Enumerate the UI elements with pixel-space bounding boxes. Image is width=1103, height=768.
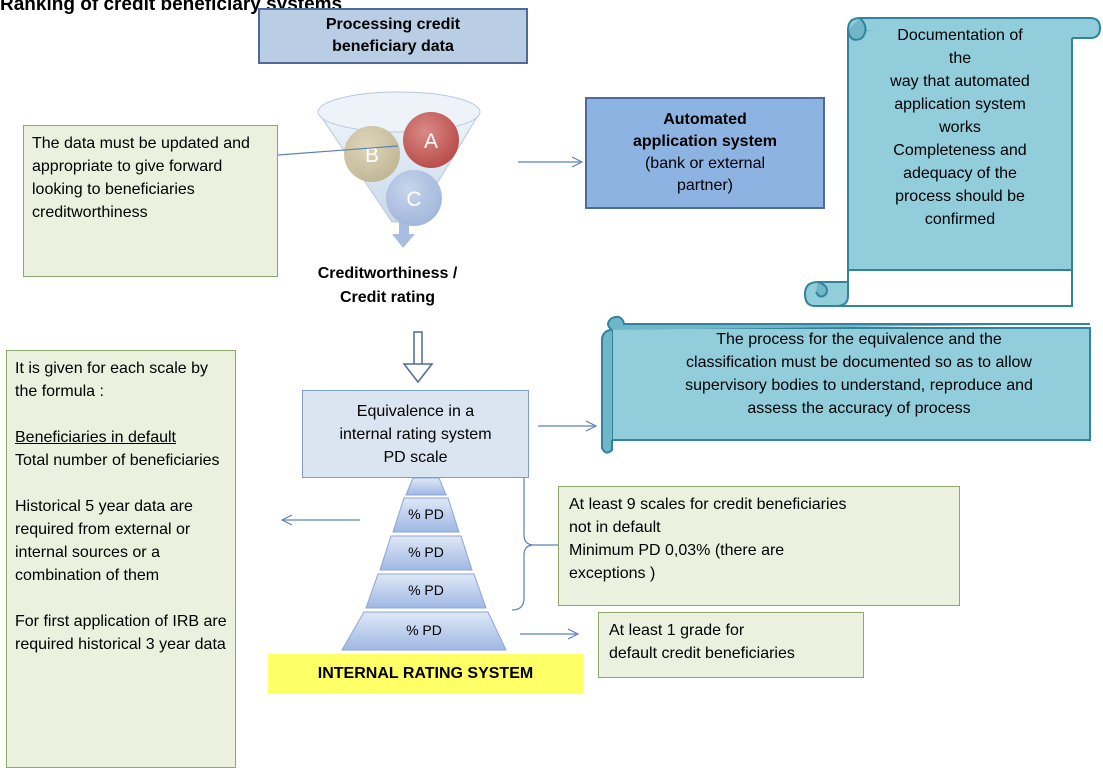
scales-line3: Minimum PD 0,03% (there are	[569, 542, 785, 559]
pyramid-label: % PD	[408, 582, 444, 598]
pyramid-level-4	[341, 611, 507, 651]
equivalence-line1: Equivalence in a	[356, 402, 475, 420]
credit-rating-line2: Credit rating	[339, 289, 436, 306]
doc-line: works	[939, 119, 981, 136]
scales-note: At least 9 scales for credit beneficiari…	[558, 486, 960, 606]
process-scroll-text: The process for the equivalence and the …	[624, 328, 1094, 420]
pd-pyramid	[341, 477, 507, 651]
doc-line: confirmed	[924, 211, 996, 228]
pyramid-level-1	[392, 497, 460, 533]
circle-c-label: C	[406, 188, 421, 211]
equivalence-line2: internal rating system	[339, 425, 492, 443]
doc-line: way that automated	[890, 73, 1030, 90]
process-line: assess the accuracy of process	[747, 400, 971, 417]
formula-numerator: Beneficiaries in default	[15, 429, 176, 446]
connector-data-funnel	[277, 145, 399, 156]
arrow-to-process-scroll	[538, 420, 598, 432]
arrow-to-grade-box	[520, 628, 580, 640]
automated-title-line1: Automated	[663, 111, 747, 128]
grade-line2: default credit beneficiaries	[609, 645, 795, 662]
header-box: Processing credit beneficiary data	[258, 8, 528, 64]
circle-a-label: A	[424, 130, 438, 153]
doc-line: Documentation of	[897, 27, 1023, 44]
automated-system-box: Automated application system (bank or ex…	[585, 97, 825, 209]
header-label-line2: beneficiary data	[332, 38, 454, 55]
doc-line: the	[948, 50, 972, 67]
scales-line1: At least 9 scales for credit beneficiari…	[569, 496, 847, 513]
doc-line: adequacy of the	[903, 165, 1017, 182]
process-line: supervisory bodies to understand, reprod…	[685, 377, 1033, 394]
grade-line1: At least 1 grade for	[609, 622, 745, 639]
circle-b-label: B	[365, 144, 379, 167]
process-line: The process for the equivalence and the	[716, 331, 1002, 348]
data-requirement-note: The data must be updated and appropriate…	[23, 125, 278, 277]
pd-formula-note: It is given for each scale by the formul…	[6, 350, 236, 768]
automated-subtitle-line1: (bank or external	[644, 155, 766, 172]
doc-line: Completeness and	[893, 142, 1027, 159]
formula-denominator: Total number of beneficiaries	[15, 452, 220, 469]
arrow-to-left-box	[280, 514, 360, 526]
pyramid-label: % PD	[406, 622, 442, 638]
circle-b	[344, 126, 400, 182]
first-application-note: For first application of IRB are require…	[15, 613, 227, 653]
funnel-shape	[317, 91, 481, 248]
credit-rating-label: Creditworthiness / Credit rating	[300, 262, 475, 310]
equivalence-box: Equivalence in a internal rating system …	[302, 390, 529, 478]
pyramid-brace	[511, 467, 535, 611]
data-requirement-text: The data must be updated and appropriate…	[32, 135, 250, 221]
circle-a	[403, 112, 459, 168]
doc-line: application system	[894, 96, 1026, 113]
scales-line4: exceptions )	[569, 565, 656, 582]
process-scroll	[601, 315, 1091, 454]
credit-rating-line1: Creditworthiness /	[317, 265, 458, 282]
circle-c	[386, 170, 442, 226]
process-line: classification must be documented so as …	[686, 354, 1032, 371]
historical-data-note: Historical 5 year data are required from…	[15, 498, 193, 584]
scales-line2: not in default	[569, 519, 661, 536]
arrow-to-automated	[518, 156, 584, 168]
page-title: Ranking of credit beneficiary systems	[0, 0, 343, 15]
automated-title-line2: application system	[632, 133, 778, 150]
pyramid-label: % PD	[408, 544, 444, 560]
documentation-scroll	[803, 17, 1102, 307]
formula-intro: It is given for each scale by the formul…	[15, 360, 208, 400]
automated-subtitle-line2: partner)	[676, 177, 734, 194]
internal-rating-system-label: INTERNAL RATING SYSTEM	[268, 654, 583, 694]
pyramid-level-2	[379, 535, 473, 571]
doc-line: process should be	[895, 188, 1025, 205]
header-label-line1: Processing credit	[325, 16, 461, 33]
documentation-scroll-text: Documentation of the way that automated …	[848, 24, 1072, 231]
pyramid-level-3	[365, 573, 487, 609]
default-grade-note: At least 1 grade for default credit bene…	[598, 612, 864, 678]
pyramid-label: % PD	[408, 506, 444, 522]
down-arrow-to-equivalence	[402, 331, 434, 384]
equivalence-line3: PD scale	[383, 448, 448, 466]
